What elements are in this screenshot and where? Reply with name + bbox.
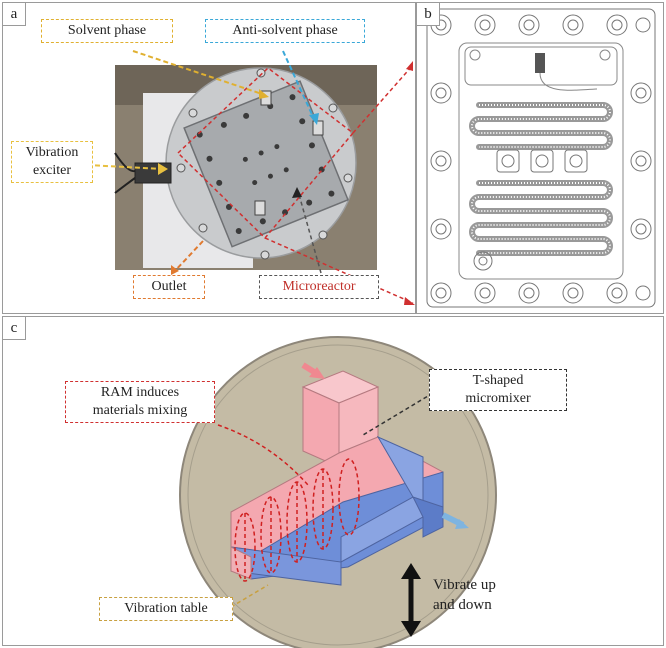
solvent-pointer — [132, 50, 266, 96]
vibration-exciter-line1: Vibration — [25, 145, 79, 160]
exciter-pointer — [86, 164, 164, 170]
outlet-label: Outlet — [133, 275, 205, 299]
vibrate-line1: Vibrate up — [433, 577, 496, 593]
tshaped-label: T-shaped micromixer — [429, 369, 567, 411]
outlet-pointer — [172, 240, 204, 274]
acoustic-mixing-loops — [234, 458, 360, 582]
tshaped-line2: micromixer — [465, 391, 531, 406]
t-mixer-body — [230, 370, 444, 586]
zoom-line-bottom — [264, 237, 414, 304]
microreactor-photo — [86, 50, 415, 305]
cad-channel-texture — [471, 104, 611, 254]
microreactor-outline — [176, 67, 355, 240]
vibration-exciter-line2: exciter — [32, 163, 72, 178]
panel-b: b — [416, 2, 664, 314]
micromixer-illustration — [179, 336, 497, 648]
cad-channel-region — [458, 42, 624, 280]
ram-line1: RAM induces — [100, 385, 180, 400]
microreactor-text: Microreactor — [282, 279, 356, 294]
panel-b-tag: b — [417, 3, 440, 26]
ram-line2: materials mixing — [92, 403, 188, 418]
vibration-exciter-label: Vibration exciter — [11, 141, 93, 183]
zoom-line-top — [352, 64, 414, 134]
solvent-phase-text: Solvent phase — [67, 23, 147, 38]
anti-solvent-phase-text: Anti-solvent phase — [232, 23, 338, 38]
cad-mixer-junction — [535, 53, 545, 73]
blue-outlet-arrow — [441, 512, 469, 529]
vibrate-label: Vibrate up and down — [433, 575, 496, 615]
cad-header-block — [464, 46, 618, 86]
microreactor-pointer — [297, 190, 322, 274]
outlet-text: Outlet — [151, 279, 187, 294]
ram-label: RAM induces materials mixing — [65, 381, 215, 423]
inlet-connectors — [254, 90, 324, 216]
panel-c-tag: c — [3, 317, 26, 340]
panel-c: c RAM induces materials mixing T-shaped … — [2, 316, 664, 648]
plate-bolts — [176, 68, 353, 260]
microreactor-cad-drawing — [426, 8, 656, 308]
cad-square-ports — [496, 149, 588, 173]
tshaped-line1: T-shaped — [472, 373, 524, 388]
solvent-phase-label: Solvent phase — [41, 19, 173, 43]
vibrate-double-arrow-icon — [401, 563, 421, 637]
vibration-table-label: Vibration table — [99, 597, 233, 621]
cad-outlet-port — [473, 251, 493, 271]
microreactor-plate — [183, 80, 349, 248]
table-pointer — [230, 584, 269, 608]
anti-solvent-phase-label: Anti-solvent phase — [205, 19, 365, 43]
cad-bolt-holes — [430, 14, 652, 304]
anti-solvent-pointer — [282, 50, 316, 122]
pink-inlet-arrow — [301, 362, 325, 379]
microreactor-label: Microreactor — [259, 275, 379, 299]
panel-a-tag: a — [3, 3, 26, 26]
vibration-table-text: Vibration table — [124, 601, 208, 616]
vibrate-line2: and down — [433, 597, 492, 613]
panel-a: a Solvent phase Anti-solvent phase Vibra… — [2, 2, 416, 314]
